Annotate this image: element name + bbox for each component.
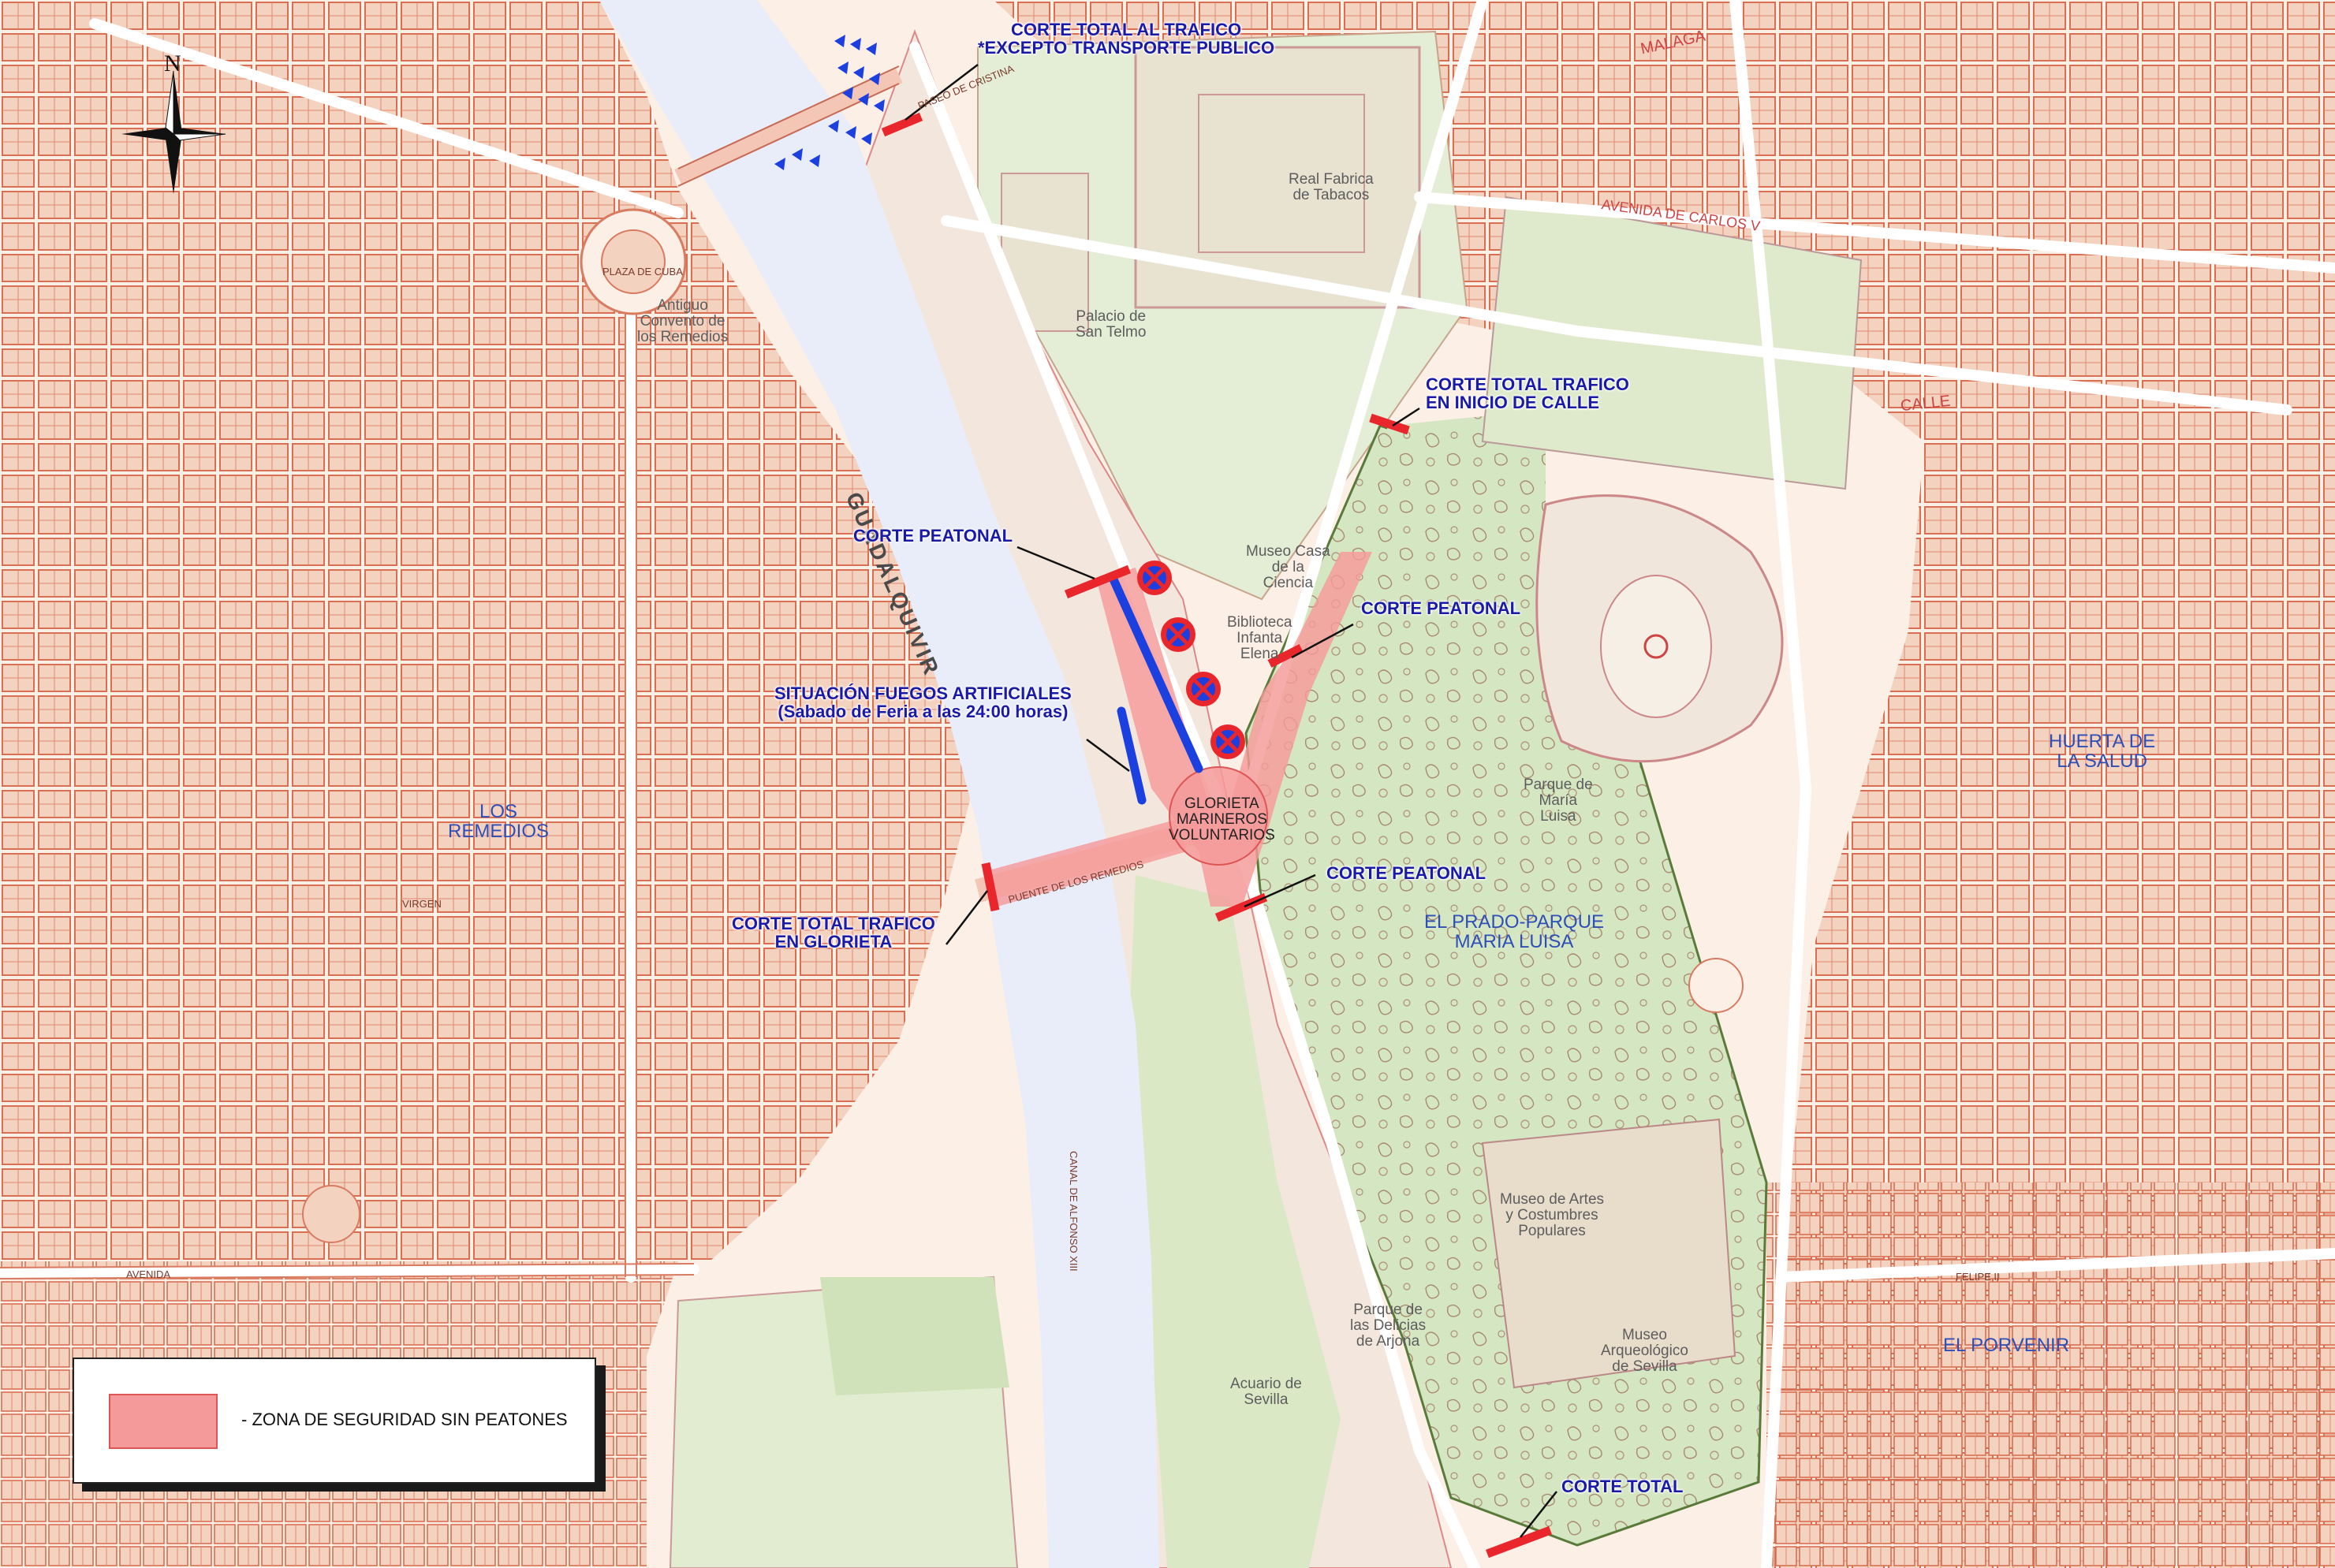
callout-corte-glorieta: CORTE TOTAL TRAFICO EN GLORIETA (732, 914, 935, 952)
district-el-prado: EL PRADO-PARQUE MARIA LUISA (1424, 911, 1605, 953)
district-el-porvenir: EL PORVENIR (1943, 1335, 2070, 1356)
compass-north-label: N (164, 50, 181, 76)
glorieta-marineros-label: GLORIETA MARINEROS VOLUNTARIOS (1169, 795, 1275, 844)
no-parking-sign-3 (1186, 672, 1221, 706)
district-los-remedios: LOS REMEDIOS (448, 801, 550, 843)
callout-corte-peatonal-3: CORTE PEATONAL (1326, 863, 1486, 883)
closure-bar-inicio-calle (1369, 413, 1410, 435)
callout-corte-inicio-calle: CORTE TOTAL TRAFICO EN INICIO DE CALLE (1426, 374, 1629, 413)
callout-corte-total-trafico: CORTE TOTAL AL TRAFICO *EXCEPTO TRANSPOR… (978, 20, 1275, 58)
callout-corte-total: CORTE TOTAL (1561, 1477, 1684, 1496)
place-plaza-de-cuba: PLAZA DE CUBA (602, 266, 683, 277)
closure-bar-glorieta (981, 862, 1000, 912)
closure-bar-total-south (1486, 1525, 1552, 1559)
callout-fuegos-artificiales: SITUACIÓN FUEGOS ARTIFICIALES (Sabado de… (774, 683, 1072, 722)
no-parking-sign-1 (1137, 561, 1172, 595)
street-canal: CANAL DE ALFONSO XIII (1068, 1151, 1080, 1272)
map-legend: - ZONA DE SEGURIDAD SIN PEATONES (73, 1358, 596, 1484)
callout-corte-peatonal-1: CORTE PEATONAL (853, 526, 1013, 546)
security-zone (986, 552, 1372, 907)
no-parking-sign-4 (1210, 724, 1245, 759)
no-parking-sign-2 (1161, 617, 1195, 652)
north-compass-icon: N (118, 50, 229, 194)
callout-corte-peatonal-2: CORTE PEATONAL (1361, 598, 1521, 618)
street-avenida-south: AVENIDA (126, 1268, 171, 1280)
street-virgen: VIRGEN (402, 898, 442, 910)
district-huerta-de-la-salud: HUERTA DE LA SALUD (2049, 731, 2156, 773)
no-parking-signs (1137, 561, 1245, 759)
detour-arrows (774, 35, 885, 170)
closure-bar-peatonal-1 (1064, 564, 1132, 599)
fireworks-zone (1109, 575, 1203, 805)
street-felipe: FELIPE II (1956, 1271, 2000, 1283)
closure-bar-paseo-cristina (881, 112, 923, 137)
closure-bar-peatonal-2 (1267, 644, 1304, 668)
legend-security-zone-label: - ZONA DE SEGURIDAD SIN PEATONES (241, 1410, 568, 1429)
legend-security-zone-swatch (109, 1394, 218, 1449)
